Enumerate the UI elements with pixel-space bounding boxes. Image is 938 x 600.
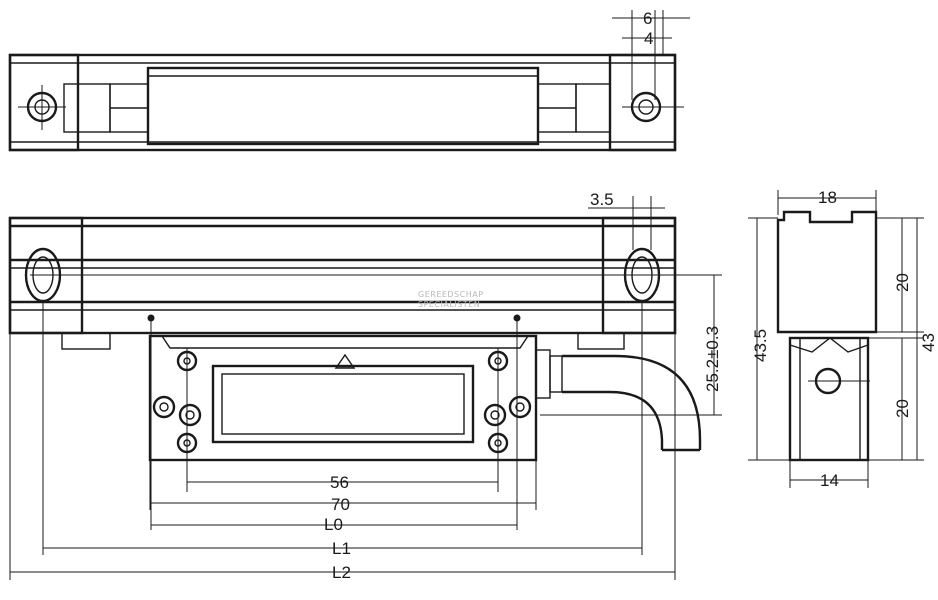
cable <box>535 349 702 452</box>
reference-triangle-icon <box>334 353 356 369</box>
dim-l2-label: L2 <box>332 563 351 582</box>
top-scale-body <box>146 66 540 146</box>
dim-43-5-label: 43.5 <box>751 329 770 362</box>
side-lower-body <box>788 336 870 462</box>
dim-l1-label: L1 <box>332 539 351 558</box>
reading-head-window <box>211 364 475 444</box>
dim-l0-label: L0 <box>324 515 343 534</box>
head-screws <box>152 348 532 492</box>
watermark-line2: SPECIALISTEN <box>418 300 480 309</box>
dim-43-label: 43 <box>919 333 938 352</box>
dim-56-label: 56 <box>330 473 349 492</box>
top-right-end-block <box>608 53 677 152</box>
dim-20-upper-label: 20 <box>893 273 912 292</box>
dim-6-label: 6 <box>643 9 652 28</box>
dim-3-5-label: 3.5 <box>590 190 614 209</box>
watermark-line1: GEREEDSCHAP <box>418 290 484 299</box>
front-view <box>8 196 722 580</box>
dim-70-label: 70 <box>331 495 350 514</box>
dim-4-label: 4 <box>644 29 653 48</box>
dim-20-lower-label: 20 <box>893 399 912 418</box>
side-view <box>748 190 924 488</box>
top-view <box>8 10 690 152</box>
dim-18-label: 18 <box>818 188 837 207</box>
side-upper-body <box>776 210 878 334</box>
top-left-end-block <box>8 53 80 152</box>
dim-25-2-label: 25.2±0.3 <box>703 326 722 392</box>
dim-14-label: 14 <box>820 471 839 490</box>
